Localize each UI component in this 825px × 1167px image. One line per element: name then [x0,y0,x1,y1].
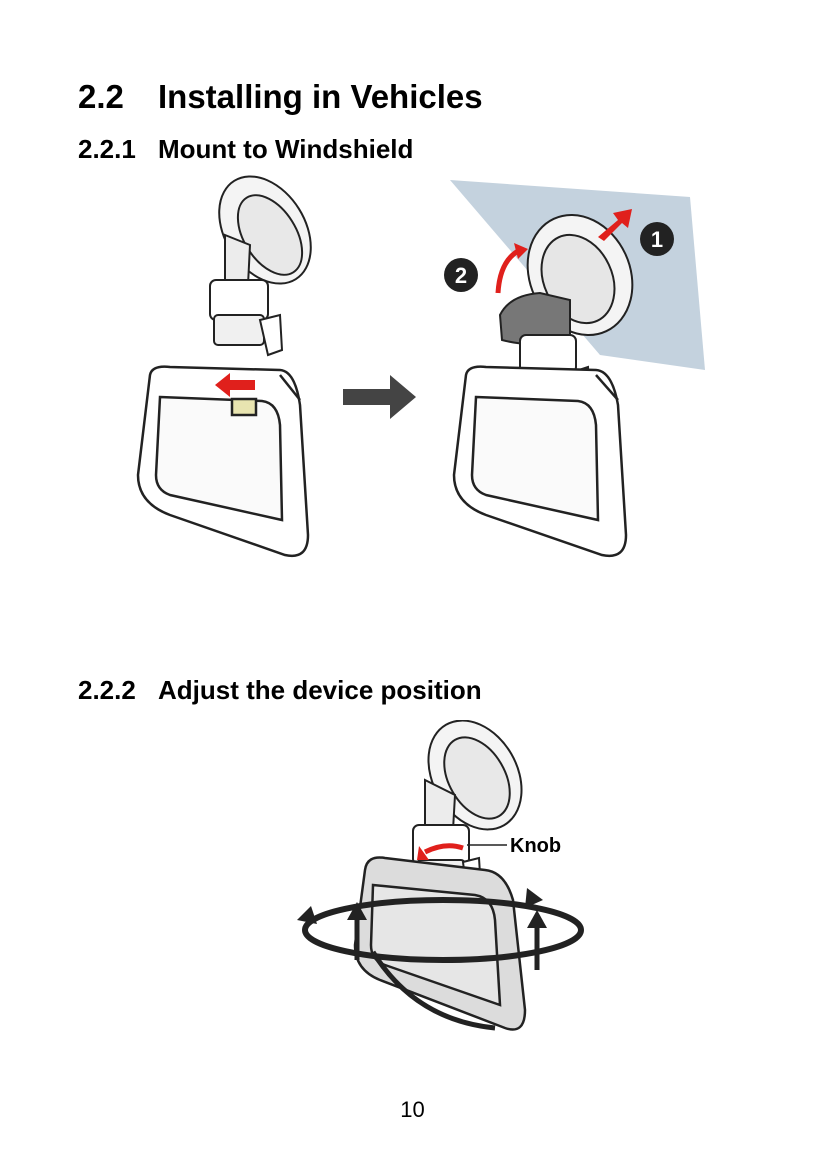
knob-label: Knob [510,835,561,857]
next-step-arrow [343,375,416,419]
tilt-arrow-right [527,910,547,970]
push-arrow-step1 [598,209,632,241]
step-1-label: 1 [651,227,663,252]
tilt-arrow-left [347,902,367,960]
knob-callout: Knob [467,835,561,857]
subsection-heading-mount: 2.2.1 Mount to Windshield [78,134,413,165]
dashcam-body-left [136,365,310,558]
knob-rotate-arrow [417,843,464,860]
subsection-title: Adjust the device position [158,675,482,705]
tilt-arc [370,950,496,1031]
dashcam-body [353,856,527,1031]
step-1-badge: 1 [640,222,674,256]
subsection-heading-adjust: 2.2.2 Adjust the device position [78,675,482,706]
section-heading: 2.2 Installing in Vehicles [78,78,483,116]
section-number: 2.2 [78,78,124,115]
page-number: 10 [400,1097,425,1122]
step-2-badge: 2 [444,258,478,292]
adjust-position-illustration: Knob [297,720,584,1031]
rotation-ring [297,888,584,963]
mount-to-windshield-illustration: 1 2 [136,175,705,558]
slide-in-arrow [215,373,255,397]
subsection-title: Mount to Windshield [158,134,414,164]
rotate-arrow-step2 [495,243,528,294]
dashcam-body-right [452,365,628,558]
subsection-number: 2.2.2 [78,675,136,705]
suction-mount-detached [209,175,312,357]
section-title: Installing in Vehicles [158,78,483,115]
subsection-number: 2.2.1 [78,134,136,164]
step-2-label: 2 [455,263,467,288]
